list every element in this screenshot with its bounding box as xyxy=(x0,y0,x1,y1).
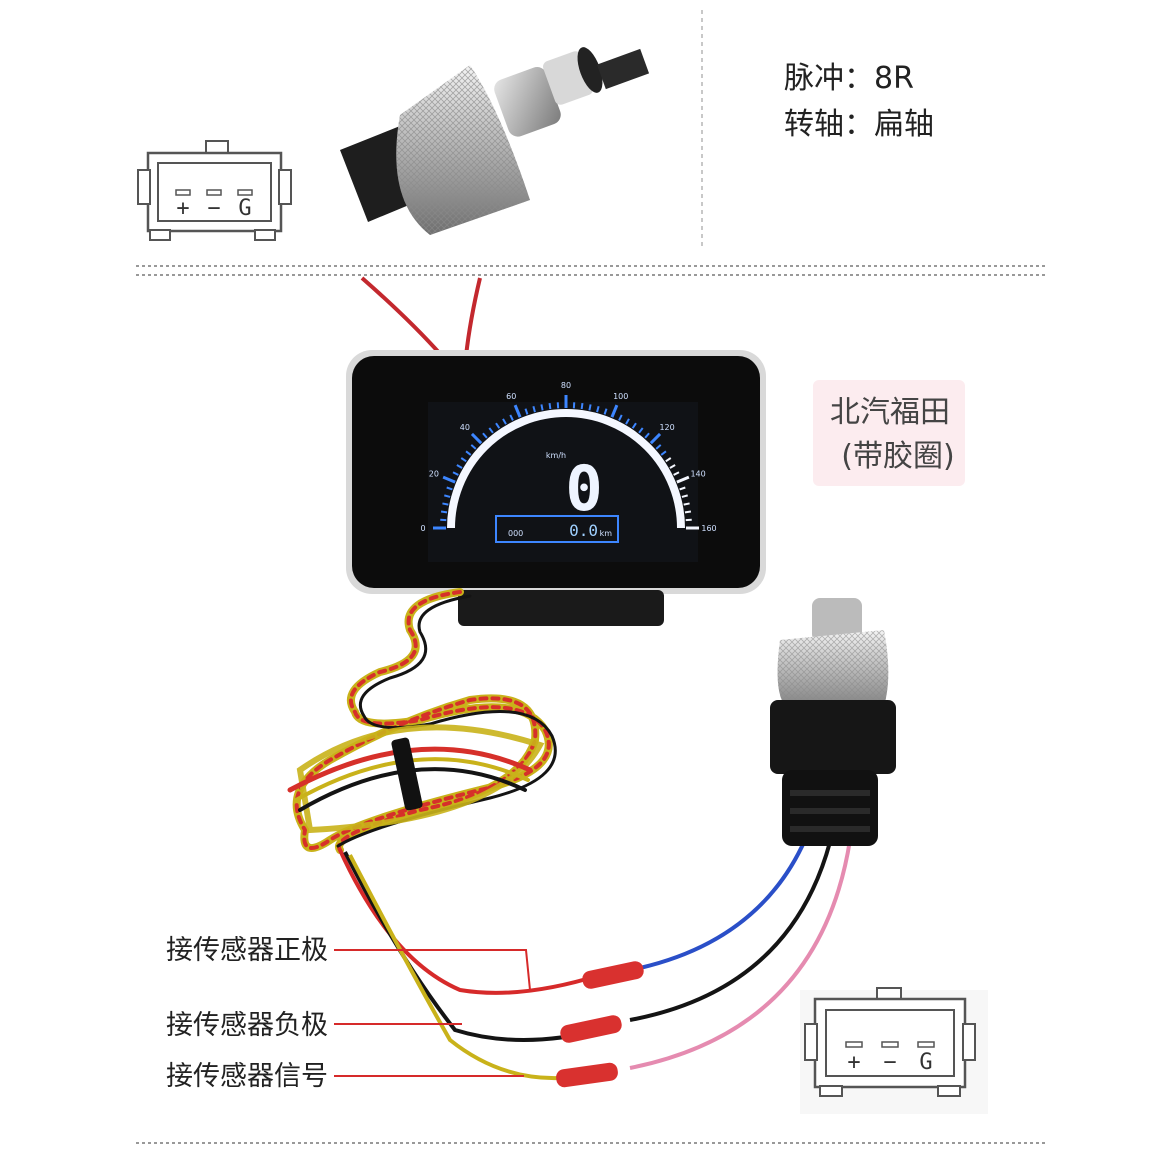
pin-plus-label-bottom: + xyxy=(847,1050,860,1075)
speed-tick-mark xyxy=(524,408,529,415)
speed-tick-label: 140 xyxy=(690,469,705,478)
speed-tick-label: 20 xyxy=(429,469,439,478)
wire-black-sensor xyxy=(629,841,832,1022)
badge-model: 北汽福田 xyxy=(830,395,950,430)
speed-tick-mark xyxy=(446,486,453,491)
pin-minus-label-top: − xyxy=(207,196,220,221)
odometer-box xyxy=(495,515,619,543)
badge-note: (带胶圈) xyxy=(841,439,954,474)
gauge-unit: 0 20 40 60 80 100 120 140 160 km/h 0 000 0.0 km xyxy=(346,350,766,626)
speed-tick-mark xyxy=(513,404,522,418)
speed-tick-mark xyxy=(665,457,672,463)
label-positive: 接传感器正极 xyxy=(166,935,328,966)
speed-readout: 0 xyxy=(565,452,602,525)
speed-tick-mark xyxy=(502,418,507,425)
speed-tick-mark xyxy=(669,464,676,469)
connector-diagram-top: + − G xyxy=(137,140,292,241)
power-wire-red-2 xyxy=(464,277,482,357)
odometer-unit: km xyxy=(600,529,613,538)
speed-tick-mark xyxy=(460,457,467,463)
speed-arc-band xyxy=(447,409,685,529)
speed-tick-mark xyxy=(495,422,501,429)
speed-tick-mark xyxy=(548,402,552,410)
pin-minus-label-bottom: − xyxy=(883,1050,896,1075)
model-badge: 北汽福田 (带胶圈) xyxy=(813,380,965,486)
speed-tick-label: 100 xyxy=(613,392,628,401)
wire-red xyxy=(338,849,601,995)
lcd-screen xyxy=(428,402,698,562)
wire-pink xyxy=(629,839,852,1070)
speed-tick-mark xyxy=(482,432,488,439)
speed-tick-mark xyxy=(683,502,690,506)
speed-tick-label: 120 xyxy=(659,423,674,432)
speed-tick-mark xyxy=(660,450,667,456)
butt-connectors xyxy=(556,961,644,1088)
speed-tick-mark xyxy=(440,510,448,514)
cable-tie xyxy=(391,737,423,811)
callout-line-positive xyxy=(334,949,531,991)
spec-pulse: 脉冲：8R xyxy=(784,61,914,96)
pin-g-label-bottom: G xyxy=(919,1050,932,1075)
connector-diagram-bottom: + − G xyxy=(800,987,988,1114)
speed-tick-mark xyxy=(625,418,630,425)
speed-tick-mark xyxy=(673,471,680,476)
speed-tick-mark xyxy=(603,408,608,415)
speed-tick-mark xyxy=(684,510,692,514)
speed-tick-mark xyxy=(488,427,494,434)
speed-tick-mark xyxy=(509,414,514,421)
speed-tick-label: 40 xyxy=(460,423,470,432)
speed-tick-mark xyxy=(470,432,483,445)
odometer-readout: 0.0 xyxy=(569,521,598,540)
pin-g-label-top: G xyxy=(238,196,251,221)
speed-tick-mark xyxy=(465,450,472,456)
speed-tick-label: 160 xyxy=(701,524,716,533)
speed-tick-mark xyxy=(470,444,477,450)
speed-tick-mark xyxy=(442,502,449,506)
label-signal: 接传感器信号 xyxy=(166,1061,328,1092)
speed-tick-mark xyxy=(442,475,456,484)
speed-tick-mark xyxy=(456,464,463,469)
speed-tick-mark xyxy=(588,404,592,411)
speed-tick-mark xyxy=(679,486,686,491)
speed-tick-label: 80 xyxy=(561,381,571,390)
speed-sensor-top xyxy=(340,47,650,235)
speed-tick-mark xyxy=(580,402,584,410)
speed-tick-mark xyxy=(638,427,644,434)
speed-tick-mark xyxy=(532,406,536,413)
label-negative: 接传感器负极 xyxy=(166,1010,328,1041)
wire-yellow xyxy=(348,854,561,1081)
speed-tick-label: 0 xyxy=(420,524,425,533)
speed-tick-mark xyxy=(631,422,637,429)
speed-unit-label: km/h xyxy=(546,451,566,460)
wire-blue xyxy=(639,839,807,970)
speed-tick-mark xyxy=(649,432,662,445)
speed-tick-mark xyxy=(655,444,662,450)
speed-tick-mark xyxy=(610,404,619,418)
speed-tick-mark xyxy=(681,494,688,498)
speed-tick-mark xyxy=(596,406,600,413)
wire-black xyxy=(343,851,601,1042)
spec-shaft: 转轴：扁轴 xyxy=(784,107,934,142)
speed-tick-label: 60 xyxy=(506,392,516,401)
speed-arc xyxy=(433,395,699,530)
speed-tick-mark xyxy=(444,494,451,498)
trip-readout: 000 xyxy=(508,529,523,538)
speed-sensor-bottom xyxy=(770,598,896,846)
speed-tick-mark xyxy=(644,432,650,439)
pin-plus-label-top: + xyxy=(176,196,189,221)
gauge-mount-base xyxy=(458,590,664,626)
speed-tick-mark xyxy=(452,471,459,476)
power-wire-red-1 xyxy=(360,276,444,358)
speed-tick-mark xyxy=(618,414,623,421)
speed-tick-mark xyxy=(676,475,690,484)
speed-tick-mark xyxy=(540,404,544,411)
wire-harness xyxy=(287,588,557,854)
speed-tick-labels: 0 20 40 60 80 100 120 140 160 xyxy=(420,381,716,533)
